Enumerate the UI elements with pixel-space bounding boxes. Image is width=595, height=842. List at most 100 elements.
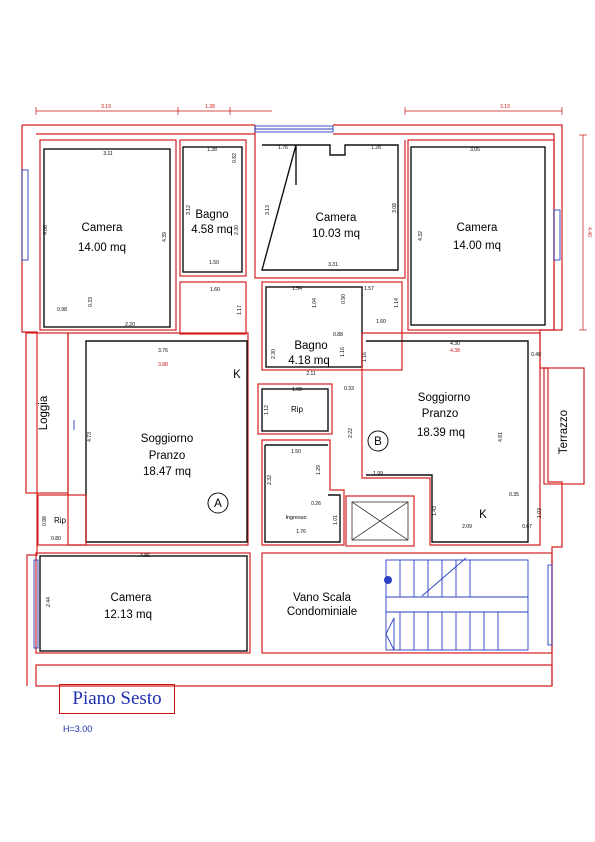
svg-text:0.48: 0.48 [531, 352, 541, 358]
room-soggiorno-a-area: 18.47 mq [143, 466, 191, 478]
svg-text:1.12: 1.12 [264, 405, 270, 415]
svg-text:4.86: 4.86 [140, 553, 150, 559]
svg-text:1.57: 1.57 [364, 286, 374, 292]
room-soggiorno-b-name: Soggiorno [418, 392, 470, 404]
rip-closet-1 [257, 383, 333, 435]
floor-title-box: Piano Sesto [59, 684, 175, 714]
svg-text:1.04: 1.04 [312, 298, 318, 308]
stairwell-label-1: Vano Scala [293, 592, 352, 604]
stairs [384, 557, 529, 651]
svg-text:3.12: 3.12 [186, 205, 192, 215]
rip-2-label: Rip [54, 516, 67, 525]
svg-text:3.11: 3.11 [103, 151, 113, 157]
kitchen-a-label: K [233, 369, 241, 381]
svg-text:1.03: 1.03 [537, 508, 543, 518]
room-camera-1 [39, 139, 177, 331]
svg-text:3.76: 3.76 [158, 348, 168, 354]
svg-text:1.38: 1.38 [207, 147, 217, 153]
room-soggiorno-b-area: 18.39 mq [417, 427, 465, 439]
svg-text:4.73: 4.73 [87, 432, 93, 442]
room-bagno-1-name: Bagno [195, 209, 228, 221]
svg-text:1.43: 1.43 [432, 506, 438, 516]
svg-text:0.35: 0.35 [509, 492, 519, 498]
room-camera-4 [35, 552, 251, 654]
stairwell-label-2: Condominiale [287, 606, 357, 618]
room-camera-2-name: Camera [316, 212, 358, 224]
svg-text:4.81: 4.81 [498, 432, 504, 442]
svg-text:1.50: 1.50 [209, 260, 219, 266]
svg-text:4.32: 4.32 [418, 231, 424, 241]
room-soggiorno-a-name2: Pranzo [149, 450, 185, 462]
room-camera-1-name: Camera [82, 222, 124, 234]
top-dimension-line: 3.19 1.38 3.13 [35, 104, 563, 115]
unit-b-label: B [374, 436, 382, 448]
room-bagno-2-area: 4.18 mq [288, 355, 330, 367]
svg-text:1.50: 1.50 [291, 449, 301, 455]
svg-text:1.68: 1.68 [292, 387, 302, 393]
room-camera-3 [407, 139, 555, 331]
svg-text:0.98: 0.98 [42, 516, 48, 526]
dim-top-3: 3.13 [500, 104, 510, 110]
svg-text:2.11: 2.11 [306, 371, 316, 377]
outer-walls [21, 124, 563, 687]
svg-text:3.08: 3.08 [392, 203, 398, 213]
svg-text:1.76: 1.76 [296, 529, 306, 535]
svg-text:0.26: 0.26 [311, 501, 321, 507]
svg-text:0.80: 0.80 [51, 536, 61, 542]
svg-text:4.06: 4.06 [43, 225, 49, 235]
svg-text:2.44: 2.44 [46, 597, 52, 607]
terrazzo-area [543, 367, 585, 485]
svg-text:1.28: 1.28 [371, 145, 381, 151]
svg-text:1.16: 1.16 [362, 352, 368, 362]
svg-text:1.54: 1.54 [292, 286, 302, 292]
svg-text:3.31: 3.31 [328, 262, 338, 268]
unit-b-marker [367, 430, 389, 452]
svg-text:4.30: 4.30 [450, 341, 460, 347]
svg-text:1.14: 1.14 [394, 298, 400, 308]
svg-text:4.38: 4.38 [450, 348, 460, 354]
room-bagno-2-name: Bagno [294, 340, 327, 352]
svg-text:0.33: 0.33 [344, 386, 354, 392]
svg-text:2.32: 2.32 [267, 475, 273, 485]
svg-text:1.60: 1.60 [210, 287, 220, 293]
svg-text:1.60: 1.60 [376, 319, 386, 325]
room-camera-4-area: 12.13 mq [104, 609, 152, 621]
svg-text:4.39: 4.39 [162, 232, 168, 242]
dim-top-2: 1.38 [205, 104, 215, 110]
svg-text:1.17: 1.17 [237, 305, 243, 315]
svg-text:1.99: 1.99 [373, 471, 383, 477]
svg-text:3.88: 3.88 [158, 362, 168, 368]
floor-height: H=3.00 [63, 724, 93, 734]
rip-closet-2 [37, 494, 87, 546]
svg-text:0.98: 0.98 [57, 307, 67, 313]
svg-text:1.01: 1.01 [333, 515, 339, 525]
room-bagno-1 [179, 139, 247, 277]
dim-top-1: 3.19 [101, 104, 111, 110]
svg-text:2.22: 2.22 [348, 428, 354, 438]
svg-text:2.30: 2.30 [234, 225, 240, 235]
ingresso-label: Ingresso [285, 515, 306, 521]
svg-text:0.82: 0.82 [232, 153, 238, 163]
svg-text:3.05: 3.05 [470, 147, 480, 153]
dim-right: 4.40 [586, 227, 592, 237]
room-camera-2-area: 10.03 mq [312, 228, 360, 240]
svg-text:1.16: 1.16 [340, 347, 346, 357]
room-bagno-2 [261, 281, 403, 371]
svg-text:3.13: 3.13 [265, 205, 271, 215]
svg-text:0.33: 0.33 [88, 297, 94, 307]
svg-text:1.76: 1.76 [278, 145, 288, 151]
svg-text:2.09: 2.09 [462, 524, 472, 530]
terrazzo-label: Terrazzo [558, 410, 570, 454]
kitchen-b-label: K [479, 509, 487, 521]
room-camera-4-name: Camera [111, 592, 153, 604]
rip-1-label: Rip [291, 405, 304, 414]
elevator-shaft [345, 495, 415, 547]
windows [21, 125, 561, 649]
room-camera-3-area: 14.00 mq [453, 240, 501, 252]
room-soggiorno-b-name2: Pranzo [422, 408, 458, 420]
loggia-label: Loggia [38, 395, 50, 430]
room-soggiorno-a-name: Soggiorno [141, 433, 193, 445]
svg-text:0.90: 0.90 [341, 294, 347, 304]
room-camera-3-name: Camera [457, 222, 499, 234]
